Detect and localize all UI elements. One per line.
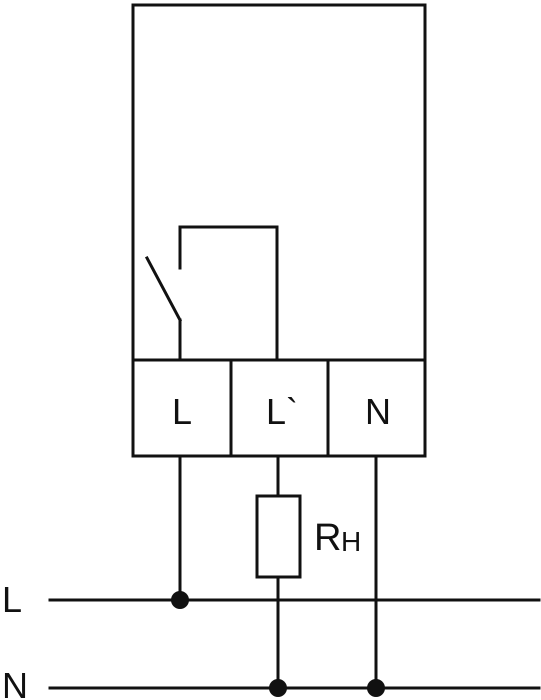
bus-label-l: L	[2, 579, 22, 620]
terminal-label-l-prime: L`	[266, 391, 298, 432]
load-resistor	[255, 494, 302, 579]
device-housing	[131, 3, 427, 458]
load-label-main: R	[314, 517, 341, 559]
junction-dot-n-load	[269, 679, 287, 697]
terminal-label-l: L	[172, 391, 192, 432]
bus-label-n: N	[2, 665, 28, 700]
load-label-sub: H	[341, 526, 361, 557]
relay-switch	[144, 225, 279, 362]
terminal-label-n: N	[365, 391, 391, 432]
junction-dot-n	[367, 679, 385, 697]
junction-dot-l	[171, 591, 189, 609]
